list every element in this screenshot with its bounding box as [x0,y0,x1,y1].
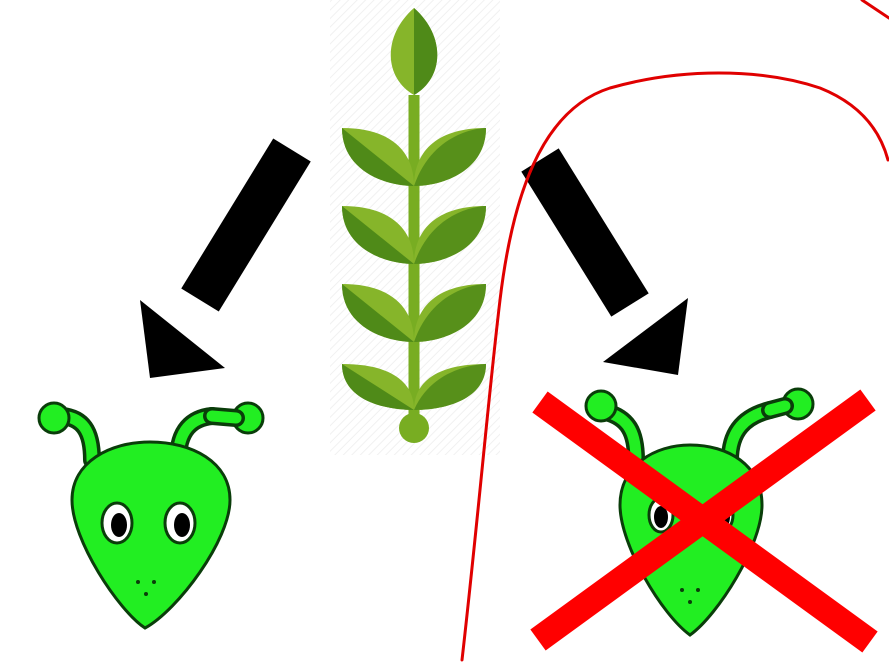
arrow-down-left-icon [140,150,292,378]
insect-head-icon [39,403,263,628]
arrow-down-right-icon [540,160,688,375]
